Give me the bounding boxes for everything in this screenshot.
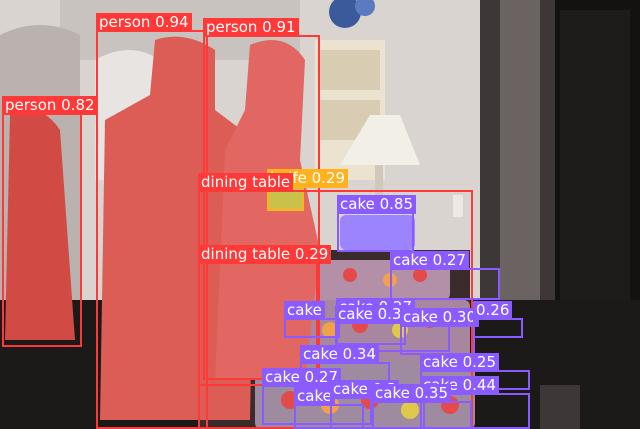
dining-table-box: dining table 0.29 (198, 245, 332, 386)
detection-label: cake 0.30 (400, 308, 479, 327)
detection-label: person 0.94 (96, 13, 192, 32)
person-box: person 0.82 (2, 96, 98, 347)
person-box: person 0.91 (203, 18, 320, 380)
cake-box: cake 0.85 (337, 195, 416, 252)
cake-box: cake 0.30 (400, 308, 479, 355)
detection-label: person 0.82 (2, 96, 98, 115)
cake-box: cake (294, 387, 364, 429)
detection-label: dining table 0.29 (198, 245, 332, 264)
cake-box: cake 0.33 (335, 305, 450, 352)
detection-label: cake 0.27 (262, 368, 341, 387)
cake-box: 0.26 (473, 301, 523, 338)
cake-box: cake 0.44 (420, 376, 530, 429)
detection-label: cake (284, 301, 325, 320)
cake-box: cake 0.35 (372, 384, 472, 429)
cake-box: cake 0.27 (390, 251, 500, 300)
detection-label: person 0.91 (203, 18, 299, 37)
detection-label: cake 0.34 (300, 345, 379, 364)
detection-label: cake 0.85 (337, 195, 416, 214)
person-box: person 0.94 (96, 13, 208, 429)
detection-label: dining table (198, 173, 294, 192)
cake-box: cake 0.27 (262, 368, 372, 425)
detection-label: cake 0.27 (390, 251, 469, 270)
detection-label: cake 0.35 (372, 384, 451, 403)
detection-label: cake 0.33 (335, 305, 414, 324)
detection-label: 0.26 (473, 301, 513, 320)
cake-box: cake 0.34 (300, 345, 390, 387)
detection-label: cake (294, 387, 335, 406)
detection-label: cake 0.25 (420, 353, 499, 372)
cake-box: cake (284, 301, 340, 338)
